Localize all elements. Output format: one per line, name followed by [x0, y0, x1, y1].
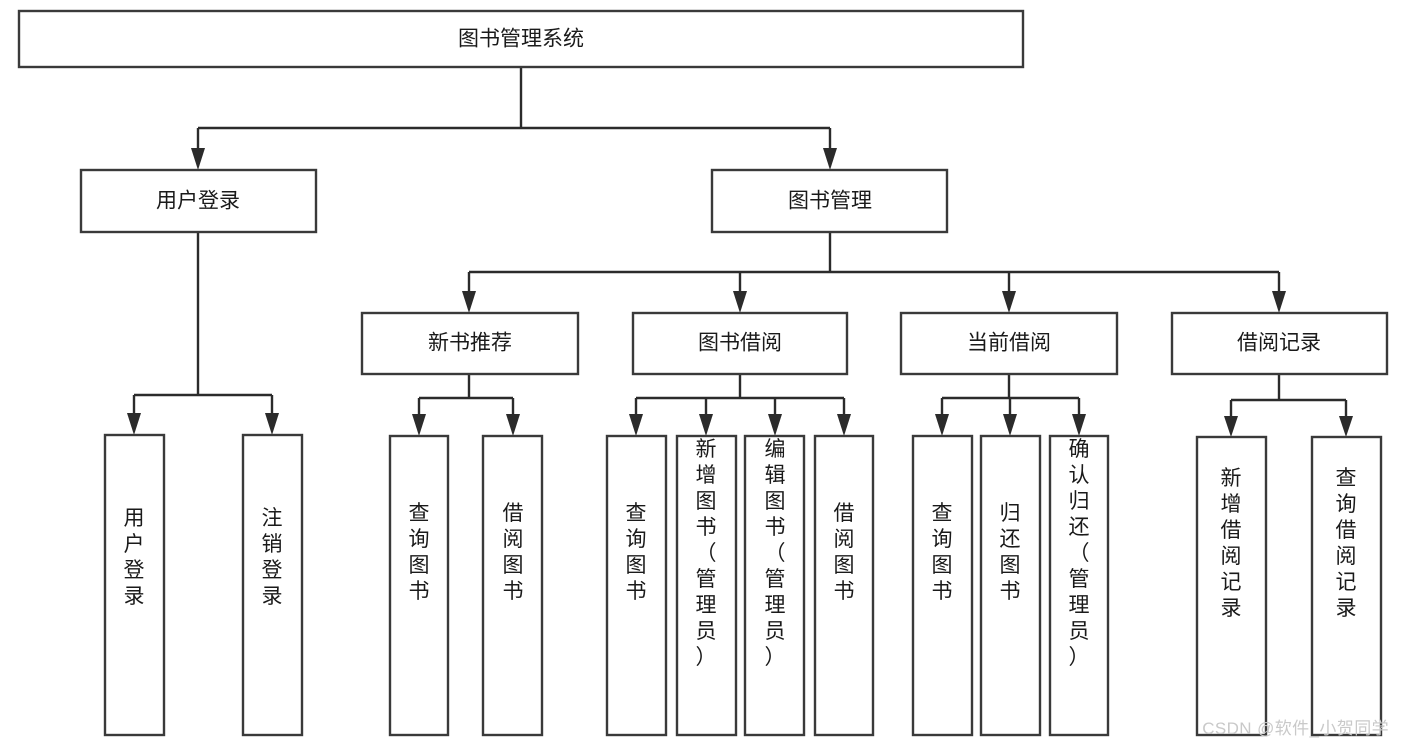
leaf-newbook-borrow-label: 借阅图书 [503, 502, 524, 603]
leaf-currentborrow-return-label: 归还图书 [1000, 502, 1021, 603]
leaf-node-user-login[interactable]: 用户登录 [103, 433, 166, 737]
arrowhead-new-book [462, 291, 476, 313]
leaf-node-currentborrow-return[interactable]: 归还图书 [979, 434, 1042, 737]
leaf-node-newbook-query[interactable]: 查询图书 [388, 434, 450, 737]
arrowhead-bookborrow-query [629, 414, 643, 436]
leaf-currentborrow-query-label: 查询图书 [932, 502, 953, 603]
node-root-box [17, 9, 1025, 69]
leaf-user-login-box [103, 433, 166, 737]
node-new-book-recommend-label: 新书推荐 [428, 332, 512, 355]
leaf-bookborrow-edit-label: 编辑图书（管理员） [765, 438, 786, 669]
leaf-currentborrow-confirm-box [1048, 434, 1110, 737]
node-book-borrow-box [631, 311, 849, 376]
connector-group-root [191, 67, 837, 170]
leaf-node-currentborrow-confirm[interactable]: 确认归还（管理员） [1048, 434, 1110, 737]
leaf-bookborrow-add-label: 新增图书（管理员） [696, 438, 717, 669]
leaf-newbook-query-label: 查询图书 [409, 502, 430, 603]
leaf-borrowrecord-add-label: 新增借阅记录 [1221, 467, 1242, 620]
arrowhead-borrowrecord-query [1339, 416, 1353, 437]
node-book-borrow-label: 图书借阅 [698, 332, 782, 355]
connector-group-borrow-record-leaves [1224, 374, 1353, 437]
leaf-node-currentborrow-query[interactable]: 查询图书 [911, 434, 974, 737]
node-borrow-record[interactable]: 借阅记录 [1170, 311, 1389, 376]
node-new-book-recommend-box [360, 311, 580, 376]
connector-group-book-borrow-leaves [629, 374, 851, 436]
arrowhead-user-login [191, 148, 205, 170]
leaf-node-bookborrow-query[interactable]: 查询图书 [605, 434, 668, 737]
node-book-management-box [710, 168, 949, 234]
arrowhead-newbook-borrow [506, 414, 520, 436]
leaf-logout-label: 注销登录 [262, 507, 283, 608]
leaf-bookborrow-edit-box [743, 434, 806, 737]
leaf-node-borrowrecord-add[interactable]: 新增借阅记录 [1195, 435, 1268, 737]
node-current-borrow[interactable]: 当前借阅 [899, 311, 1119, 376]
node-current-borrow-label: 当前借阅 [967, 332, 1051, 355]
leaf-bookborrow-lend-label: 借阅图书 [834, 502, 855, 603]
arrowhead-borrowrecord-add [1224, 416, 1238, 437]
arrowhead-borrow-record [1272, 291, 1286, 313]
connector-group-book-mgmt [462, 232, 1286, 313]
arrowhead-bookborrow-edit [768, 414, 782, 436]
node-book-management[interactable]: 图书管理 [710, 168, 949, 234]
node-user-login[interactable]: 用户登录 [79, 168, 318, 234]
leaf-bookborrow-query-label: 查询图书 [626, 502, 647, 603]
leaf-logout-box [241, 433, 304, 737]
arrowhead-book-mgmt [823, 148, 837, 170]
leaf-bookborrow-add-box [675, 434, 738, 737]
leaf-bookborrow-lend-box [813, 434, 875, 737]
connector-group-user-login-leaves [127, 232, 279, 435]
leaf-user-login-label: 用户登录 [124, 507, 145, 608]
node-root-system[interactable]: 图书管理系统 [17, 9, 1025, 69]
leaf-node-bookborrow-add[interactable]: 新增图书（管理员） [675, 434, 738, 737]
arrowhead-book-borrow [733, 291, 747, 313]
leaf-newbook-borrow-box [481, 434, 544, 737]
node-borrow-record-box [1170, 311, 1389, 376]
leaf-borrowrecord-add-box [1195, 435, 1268, 737]
leaf-borrowrecord-query-label: 查询借阅记录 [1336, 467, 1357, 620]
arrowhead-currentborrow-return [1003, 414, 1017, 436]
arrowhead-newbook-query [412, 414, 426, 436]
arrowhead-leaf-logout [265, 413, 279, 435]
leaf-node-bookborrow-lend[interactable]: 借阅图书 [813, 434, 875, 737]
node-new-book-recommend[interactable]: 新书推荐 [360, 311, 580, 376]
arrowhead-current-borrow [1002, 291, 1016, 313]
leaf-node-newbook-borrow[interactable]: 借阅图书 [481, 434, 544, 737]
leaf-borrowrecord-query-box [1310, 435, 1383, 737]
node-book-borrow[interactable]: 图书借阅 [631, 311, 849, 376]
node-borrow-record-label: 借阅记录 [1237, 332, 1321, 355]
arrowhead-currentborrow-query [935, 414, 949, 436]
node-book-management-label: 图书管理 [788, 190, 872, 213]
leaf-node-logout[interactable]: 注销登录 [241, 433, 304, 737]
node-user-login-label: 用户登录 [156, 190, 240, 213]
connector-group-current-borrow-leaves [935, 374, 1086, 436]
arrowhead-leaf-user-login [127, 413, 141, 435]
leaf-currentborrow-return-box [979, 434, 1042, 737]
leaf-currentborrow-confirm-label: 确认归还（管理员） [1069, 438, 1090, 669]
leaf-node-bookborrow-edit[interactable]: 编辑图书（管理员） [743, 434, 806, 737]
leaf-newbook-query-box [388, 434, 450, 737]
arrowhead-bookborrow-add [699, 414, 713, 436]
node-current-borrow-box [899, 311, 1119, 376]
leaf-bookborrow-query-box [605, 434, 668, 737]
connector-group-new-book-leaves [412, 374, 520, 436]
leaf-currentborrow-query-box [911, 434, 974, 737]
node-root-label: 图书管理系统 [458, 28, 584, 51]
node-user-login-box [79, 168, 318, 234]
arrowhead-bookborrow-lend [837, 414, 851, 436]
leaf-node-borrowrecord-query[interactable]: 查询借阅记录 [1310, 435, 1383, 737]
arrowhead-currentborrow-confirm [1072, 414, 1086, 436]
